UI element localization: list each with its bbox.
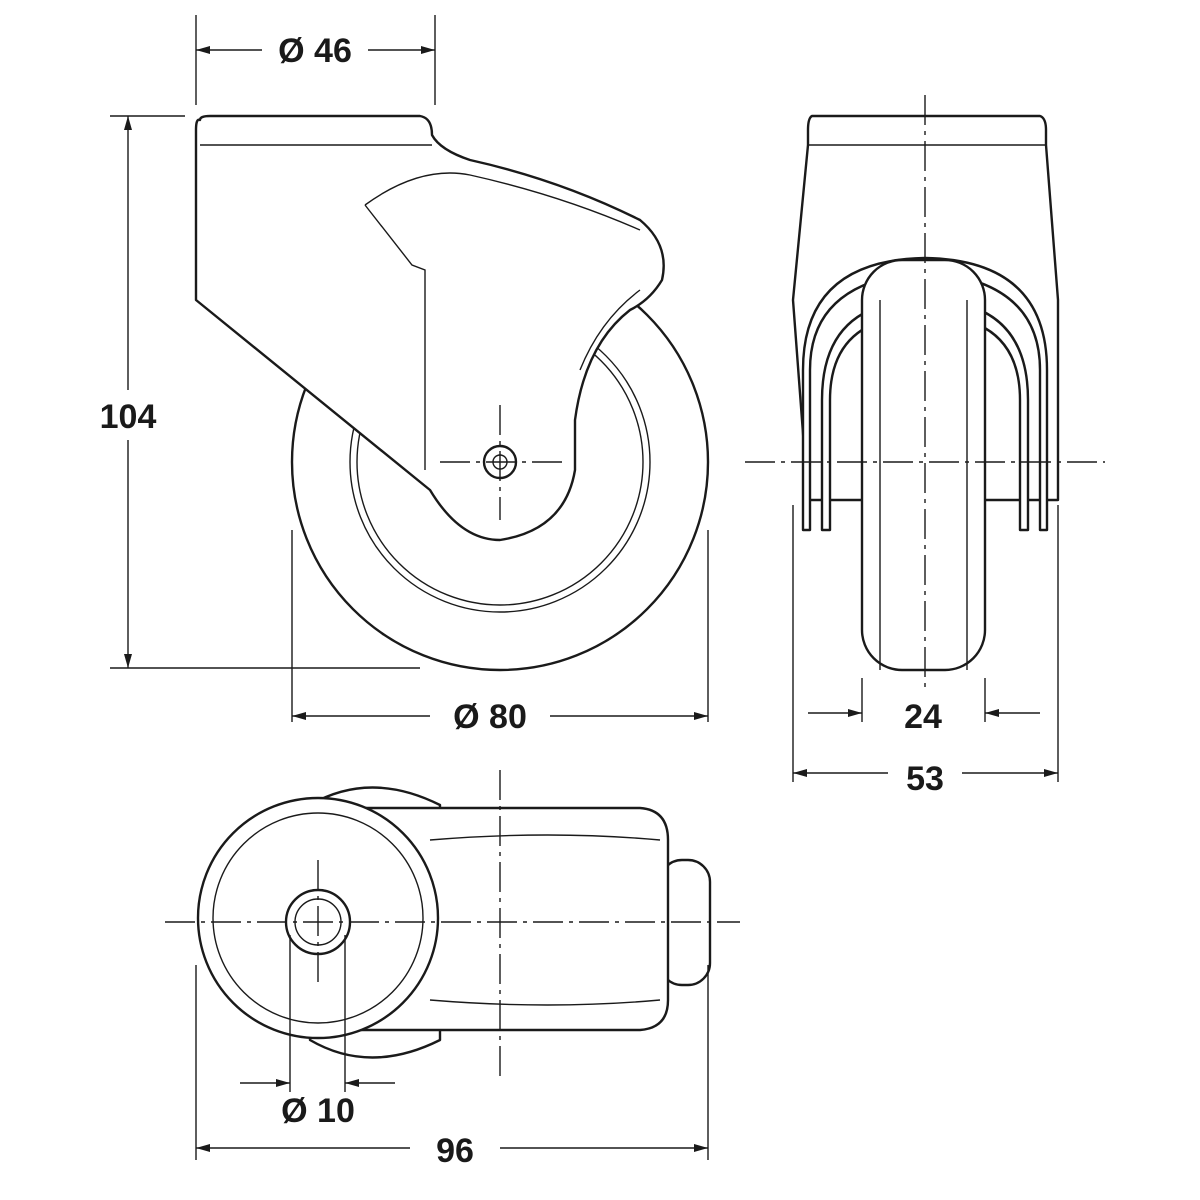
label-overall-width: 53: [906, 760, 944, 798]
fork-outer: [801, 256, 1049, 532]
label-bolt-hole-diameter: Ø 10: [281, 1092, 355, 1130]
label-overall-length: 96: [436, 1132, 474, 1170]
side-view: [194, 114, 710, 672]
label-wheel-width: 24: [904, 698, 942, 736]
label-wheel-diameter: Ø 80: [453, 698, 527, 736]
label-height: 104: [100, 398, 157, 436]
label-plate-diameter: Ø 46: [278, 32, 352, 70]
front-view: [745, 95, 1105, 690]
bottom-view: [165, 770, 740, 1080]
front-wheel: [860, 258, 987, 672]
bracket: [194, 114, 665, 542]
dimension-labels: Ø 46 104 Ø 80 24 53 Ø 10 96: [100, 32, 944, 1170]
dimension-lines: [110, 15, 1059, 1160]
